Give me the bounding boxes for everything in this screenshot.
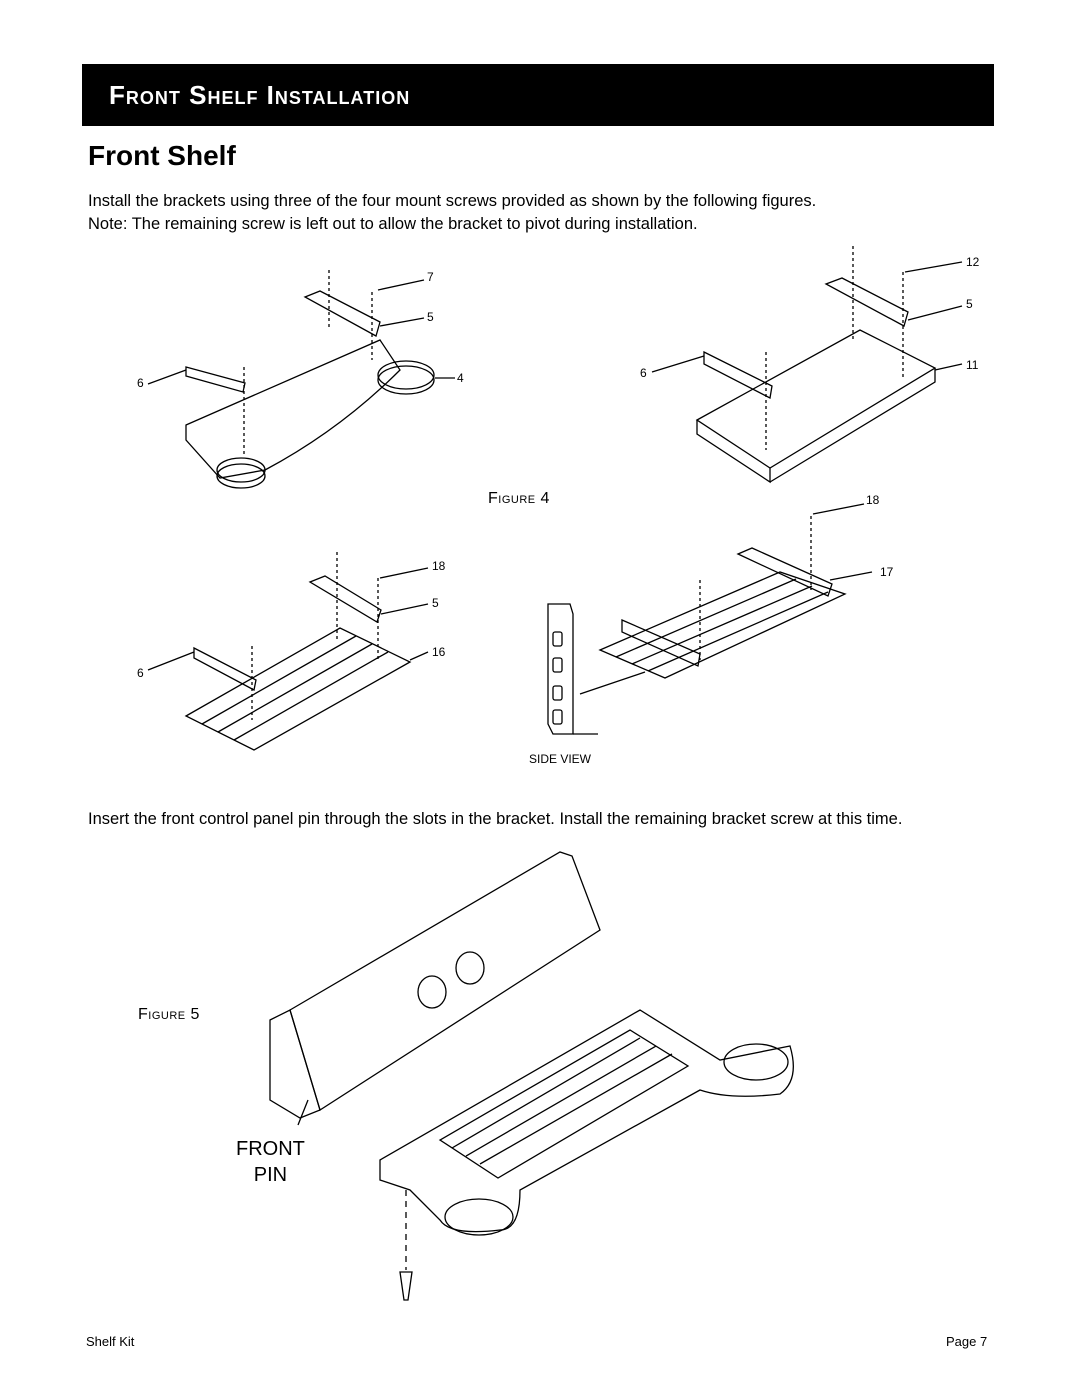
- intro-paragraph: Install the brackets using three of the …: [88, 190, 988, 236]
- callout-4: 4: [457, 371, 464, 385]
- callout-5-b: 5: [966, 297, 973, 311]
- footer-page-number: Page 7: [946, 1334, 988, 1349]
- section-banner: Front Shelf Installation: [82, 64, 994, 126]
- front-pin-label: FRONT PIN: [236, 1136, 305, 1188]
- figure5-drawing: [269, 851, 794, 1301]
- figure4-drawing-d: [547, 503, 873, 735]
- callout-5-c: 5: [432, 596, 439, 610]
- figure4-drawing-b: [651, 246, 963, 484]
- callout-6-a: 6: [137, 376, 144, 390]
- front-pin-line-1: FRONT: [236, 1138, 305, 1160]
- callout-6-b: 6: [640, 366, 647, 380]
- callout-7: 7: [427, 270, 434, 284]
- figure-5-label: Figure 5: [138, 1006, 200, 1023]
- callout-12: 12: [966, 255, 980, 269]
- callout-17: 17: [880, 565, 894, 579]
- figure4-drawing-c: [147, 552, 429, 751]
- callout-11: 11: [966, 358, 979, 372]
- insert-paragraph: Insert the front control panel pin throu…: [88, 810, 903, 828]
- page-title: Front Shelf: [88, 140, 236, 171]
- figure4-drawing-a: [147, 270, 455, 489]
- front-pin-line-2: PIN: [253, 1164, 288, 1186]
- banner-title: Front Shelf Installation: [109, 79, 411, 110]
- figure-4-label: Figure 4: [488, 490, 550, 507]
- callout-18-a: 18: [432, 559, 446, 573]
- callout-18-b: 18: [866, 493, 880, 507]
- side-view-label: SIDE VIEW: [529, 752, 592, 766]
- intro-line-2: Note: The remaining screw is left out to…: [88, 215, 698, 233]
- intro-line-1: Install the brackets using three of the …: [88, 192, 817, 210]
- callout-6-c: 6: [137, 666, 144, 680]
- footer-doc-name: Shelf Kit: [86, 1334, 135, 1349]
- callout-16: 16: [432, 645, 446, 659]
- callout-5-a: 5: [427, 310, 434, 324]
